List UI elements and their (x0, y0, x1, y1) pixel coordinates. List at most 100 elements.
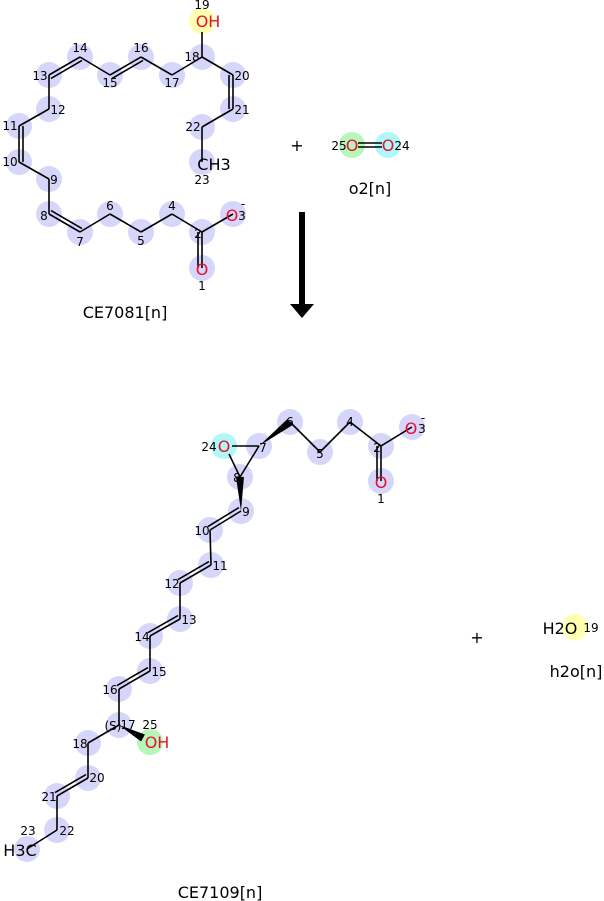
atom-number: 11 (212, 559, 227, 573)
bond (140, 56, 173, 76)
atom-highlight (189, 8, 215, 34)
oxygen-label: O (382, 136, 395, 155)
bond (18, 108, 50, 127)
bond (228, 453, 241, 478)
double-bond (48, 56, 81, 76)
atom-number: 12 (50, 103, 65, 117)
atom-number: 6 (106, 199, 114, 213)
atom-highlight (375, 132, 401, 158)
wedge-bond (259, 418, 293, 446)
atom-number: 23 (20, 824, 35, 838)
stereo-label: (S) (105, 719, 122, 733)
plus-sign: + (290, 136, 303, 155)
atom-number: 16 (102, 683, 117, 697)
double-bond (56, 777, 89, 797)
bond (26, 829, 58, 850)
charge-label: - (241, 197, 245, 211)
atom-number: 5 (316, 447, 324, 461)
atom-number: 18 (72, 737, 87, 751)
atom-number: 17 (164, 76, 179, 90)
molecule-name: o2[n] (349, 179, 392, 198)
bond (18, 161, 50, 180)
atom-number: 15 (102, 76, 117, 90)
bond (87, 724, 120, 744)
methyl-label: H3C (3, 841, 36, 860)
atom-number: 21 (41, 790, 56, 804)
atom-number: 25 (142, 718, 157, 732)
atom-number: 13 (181, 613, 196, 627)
oxygen-label: O (196, 260, 209, 279)
atom-number: 9 (50, 173, 58, 187)
atom-number: 4 (168, 199, 176, 213)
atom-number: 25 (331, 139, 346, 153)
reaction-arrow-shaft (299, 212, 305, 304)
atom-number: 24 (394, 139, 409, 153)
molecule-name: CE7109[n] (178, 883, 263, 901)
atom-number: 20 (89, 771, 104, 785)
atom-number: 10 (194, 524, 209, 538)
atom-number: 7 (259, 441, 267, 455)
plus-sign: + (470, 628, 483, 647)
bond (201, 213, 234, 233)
oxygen-label: O (226, 206, 239, 225)
atom-number: 5 (137, 234, 145, 248)
bond (201, 56, 234, 76)
methyl-label: CH3 (197, 155, 230, 174)
oxygen-label: O (218, 437, 231, 456)
bond (171, 213, 203, 233)
bond (79, 56, 111, 76)
atom-number: 11 (2, 119, 17, 133)
charge-label: - (421, 411, 425, 425)
atom-number: 19 (583, 621, 598, 635)
atom-number: 3 (238, 209, 246, 223)
double-bond (54, 773, 87, 794)
atom-highlight (562, 614, 588, 640)
atom-number: 14 (134, 630, 149, 644)
atom-number: 2 (373, 441, 381, 455)
atom-highlight (211, 433, 237, 459)
double-bond (109, 56, 142, 76)
wedge-bond (236, 476, 244, 511)
reaction-arrow-head (290, 304, 314, 318)
atom-number: 12 (164, 577, 179, 591)
bond (109, 213, 142, 233)
atom-number: 8 (40, 209, 48, 223)
molecule-name: h2o[n] (550, 662, 603, 681)
oxygen-label: O (375, 473, 388, 492)
double-bond (149, 618, 181, 637)
double-bond (50, 59, 83, 80)
double-bond (111, 59, 144, 80)
atom-number: 2 (194, 227, 202, 241)
molecule-name: CE7081[n] (83, 303, 168, 322)
atom-number: 10 (2, 155, 17, 169)
atom-number: 15 (151, 665, 166, 679)
bond (140, 213, 173, 233)
double-bond (50, 209, 83, 230)
double-bond (207, 506, 240, 528)
atom-number: 22 (185, 120, 200, 134)
atom-number: 1 (377, 492, 385, 506)
atom-number: 16 (133, 41, 148, 55)
atom-number: 21 (234, 103, 249, 117)
hydroxyl-label: OH (196, 12, 221, 31)
double-bond (209, 510, 242, 531)
atom-number: 14 (72, 41, 87, 55)
bond (319, 421, 351, 453)
bond (171, 56, 203, 76)
atom-number: 6 (286, 415, 294, 429)
atom-number: 20 (234, 69, 249, 83)
atom-number: 23 (194, 173, 209, 187)
atom-number: 17 (120, 718, 135, 732)
double-bond (118, 670, 151, 690)
atom-number: 3 (418, 422, 426, 436)
bond (349, 421, 382, 447)
bond (239, 445, 260, 478)
atom-number: 13 (32, 69, 47, 83)
bond (209, 529, 212, 566)
double-bond (177, 560, 210, 581)
atom-number: 9 (242, 505, 250, 519)
double-bond (116, 666, 149, 687)
atom-number: 1 (198, 279, 206, 293)
